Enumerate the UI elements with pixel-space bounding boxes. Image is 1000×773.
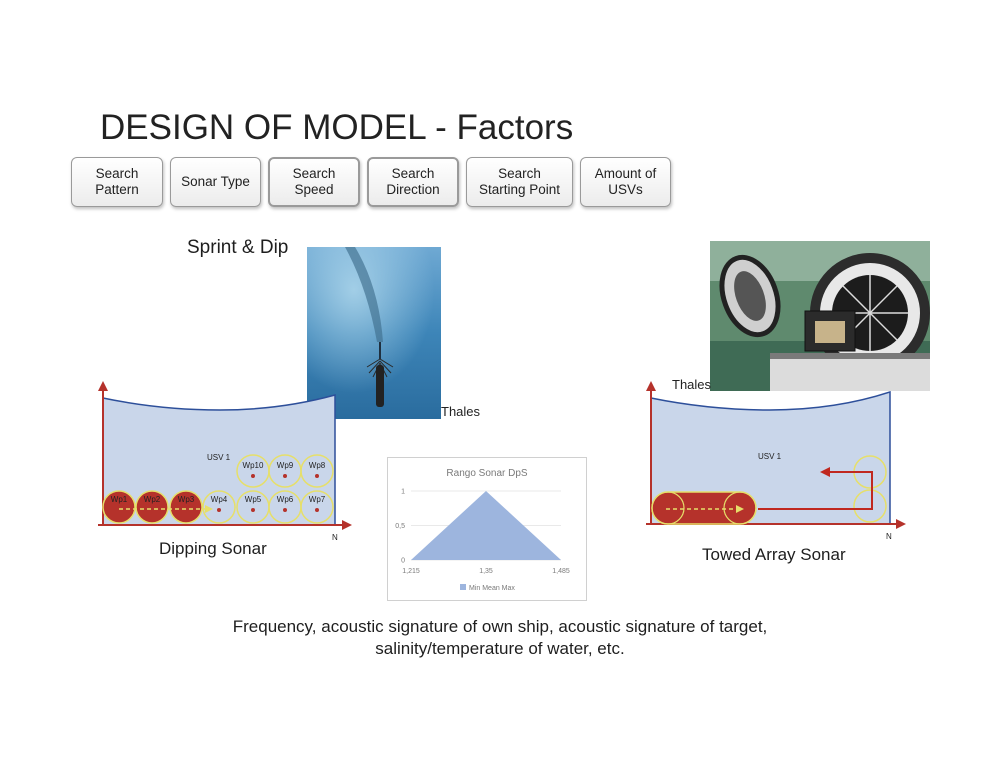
chart-area [411,491,561,560]
factor-search-pattern[interactable]: Search Pattern [71,157,163,207]
towed-array-diagram: N USV 1 [646,381,906,541]
sprint-dip-label: Sprint & Dip [187,237,289,258]
waypoint-label: Wp3 [178,495,195,504]
y-tick-label: 1 [401,489,405,496]
footer-line-2: salinity/temperature of water, etc. [375,639,625,658]
factor-label: Search Direction [386,166,440,197]
x-tick-label: 1,35 [479,568,493,575]
waypoint-label: Wp6 [277,495,294,504]
x-axis-arrowhead [896,519,906,529]
waypoint-wp4: Wp4 [202,490,236,524]
dipping-sonar-caption: Dipping Sonar [159,539,267,558]
waypoint-label: Wp8 [309,461,326,470]
waypoint-label: Wp10 [243,461,264,470]
dip-path-arrowhead [205,505,213,513]
waypoint-wp8: Wp8 [300,454,334,488]
axis-n-label: N [332,533,338,542]
x-tick-label: 1,215 [402,568,420,575]
legend-label: Min Mean Max [469,585,515,592]
factor-label: Search Starting Point [478,166,561,197]
x-axis-arrowhead [342,520,352,530]
towed-path-arrowhead [736,505,744,513]
usv-label: USV 1 [207,453,231,462]
waypoint-wp2: Wp2 [135,490,169,524]
towed-route [758,471,873,510]
y-tick-label: 0,5 [395,523,405,530]
factor-search-starting-point[interactable]: Search Starting Point [466,157,573,207]
chart-y-ticks: 00,51 [395,489,405,565]
factor-label: Sonar Type [181,174,250,189]
water-area [650,390,891,525]
dipping-sonar-photo [307,247,441,419]
y-axis-arrowhead [98,381,108,391]
photo-credit-left: Thales [441,404,481,419]
waypoint-label: Wp5 [245,495,262,504]
photo-credit-right: Thales [672,377,712,392]
waypoint-wp7: Wp7 [300,490,334,524]
area-series-min-mean-max [411,491,561,560]
factor-label: Search Pattern [95,166,139,197]
factor-search-direction[interactable]: Search Direction [367,157,459,207]
factor-amount-of-usvs[interactable]: Amount of USVs [580,157,671,207]
footer-line-1: Frequency, acoustic signature of own shi… [232,617,768,636]
towed-route-arrowhead [820,467,830,477]
chart-x-ticks: 1,215 1,35 1,485 [402,568,570,575]
page-title: DESIGN OF MODEL - Factors [100,108,574,147]
factor-label: Amount of USVs [594,166,657,197]
waypoint-label: Wp7 [309,495,326,504]
towed-array-caption: Towed Array Sonar [702,545,846,564]
track-ring [853,489,887,523]
x-tick-label: 1,485 [552,568,570,575]
waypoint-wp1: Wp1 [102,490,136,524]
axis-n-label: N [886,532,892,541]
waypoint-label: Wp2 [144,495,161,504]
factor-label: Search Speed [292,166,336,197]
factor-search-speed[interactable]: Search Speed [268,157,360,207]
chart-title: Rango Sonar DpS [446,468,527,479]
waypoint-label: Wp1 [111,495,128,504]
waypoint-label: Wp9 [277,461,294,470]
y-tick-label: 0 [401,558,405,565]
waypoint-label: Wp4 [211,495,228,504]
usv-label: USV 1 [758,452,782,461]
dipping-sonar-diagram: N USV 1 Wp10 Wp9 Wp8 Wp1 Wp2 Wp3 Wp4 Wp5… [98,381,352,542]
legend-swatch [460,584,466,590]
y-axis-arrowhead [646,381,656,391]
factor-sonar-type[interactable]: Sonar Type [170,157,261,207]
towed-array-photo [710,241,930,391]
waypoint-wp3: Wp3 [169,490,203,524]
